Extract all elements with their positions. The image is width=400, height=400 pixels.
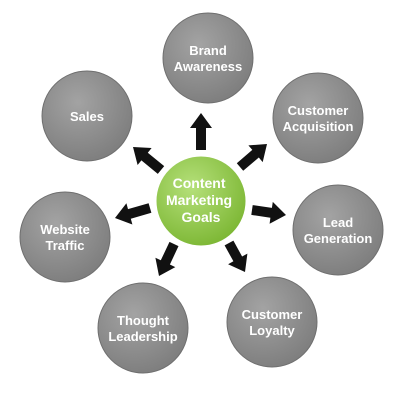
center-hub: Content Marketing Goals [153, 153, 249, 249]
arrow-to-thought-leadership [155, 241, 179, 276]
arrow-to-lead-generation [251, 201, 286, 224]
center-label-line: Marketing [166, 192, 232, 208]
arrows-layer [115, 113, 286, 276]
goal-label: Sales [70, 109, 104, 124]
center-circle [153, 153, 249, 249]
goal-label-line: Traffic [45, 238, 84, 253]
center-label-line: Goals [182, 209, 221, 225]
goal-label-line: Customer [242, 307, 303, 322]
arrow-to-website-traffic [115, 203, 152, 225]
arrow-to-sales [133, 147, 165, 174]
center-label: Content Marketing Goals [166, 175, 236, 225]
center-label-line: Content [173, 175, 226, 191]
goal-label-line: Lead [323, 215, 353, 230]
goal-circle [97, 282, 189, 374]
goal-label-line: Sales [70, 109, 104, 124]
goal-label-line: Loyalty [249, 323, 295, 338]
goal-circle [272, 72, 364, 164]
goal-label-line: Awareness [174, 59, 242, 74]
goal-label-line: Leadership [108, 329, 177, 344]
goal-circle [162, 12, 254, 104]
goal-label-line: Brand [189, 43, 227, 58]
goal-node-sales: Sales [41, 70, 133, 162]
arrow-to-customer-loyalty [224, 240, 248, 272]
arrow-to-brand-awareness [190, 113, 212, 150]
goal-circle [19, 191, 111, 283]
goal-circle [292, 184, 384, 276]
goal-label-line: Website [40, 222, 90, 237]
goal-label-line: Acquisition [283, 119, 354, 134]
goal-label-line: Thought [117, 313, 170, 328]
goal-label-line: Customer [288, 103, 349, 118]
goal-label-line: Generation [304, 231, 373, 246]
goal-circle [41, 70, 133, 162]
goal-circle [226, 276, 318, 368]
arrow-to-customer-acquisition [236, 144, 267, 171]
